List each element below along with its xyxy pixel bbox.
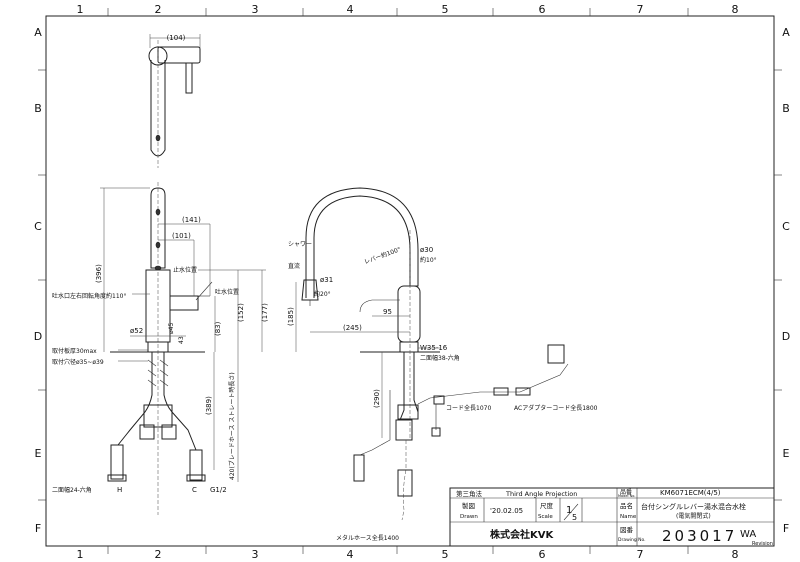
- front-dim-d45: ø45: [168, 323, 175, 334]
- col-label-5: 5: [442, 3, 449, 16]
- front-dim-396: (396): [95, 264, 103, 283]
- hot-mark: H: [117, 486, 122, 494]
- side-dim-245: (245): [343, 324, 362, 332]
- model-number: KM6071ECM(4/5): [660, 489, 721, 497]
- column-labels-top: 1 2 3 4 5 6 7 8: [77, 3, 739, 16]
- front-dim-152: (152): [237, 303, 245, 322]
- ac-cord-label: ACアダプターコード全長1800: [514, 404, 598, 412]
- row-label-b: B: [34, 102, 42, 115]
- row-label-e-right: E: [783, 447, 790, 460]
- hole-diameter-label: 取付穴径ø35~ø39: [52, 358, 104, 366]
- zone-ticks: [38, 8, 782, 554]
- front-dim-389: (389): [205, 396, 213, 415]
- metal-hose-label: メタルホース全長1400: [336, 534, 399, 542]
- drawing-frame: [45, 15, 775, 547]
- spout-angle-label: 吐水口左右回転角度約110°: [52, 292, 126, 300]
- row-label-a: A: [34, 26, 42, 39]
- product-subname: (電気開閉式): [676, 512, 711, 520]
- col-label-8-bottom: 8: [732, 548, 739, 561]
- drawn-sub: Drawn: [460, 514, 478, 520]
- row-labels-right: A B C D E F: [782, 26, 790, 535]
- side-angle-20: 約20°: [314, 290, 331, 298]
- scale-numerator: 1: [566, 505, 572, 516]
- name-sub: Name: [620, 514, 637, 520]
- front-dim-141: (141): [182, 216, 201, 224]
- shower-label: シャワー: [288, 241, 312, 248]
- side-dim-290: (290): [373, 389, 381, 408]
- product-name: 台付シングルレバー湯水混合水栓: [641, 502, 746, 511]
- front-dim-177: (177): [261, 303, 269, 322]
- drawing-number: 203017: [662, 527, 737, 545]
- side-dim-95: 95: [383, 308, 392, 316]
- col-label-4-bottom: 4: [347, 548, 354, 561]
- col-label-3: 3: [252, 3, 259, 16]
- col-label-7-bottom: 7: [637, 548, 644, 561]
- front-view: (396) (141) (101) 止水位置 吐水位置 吐水口左右回転角度約11…: [52, 182, 269, 515]
- col-label-1-bottom: 1: [77, 548, 84, 561]
- scale-denominator: 5: [572, 513, 577, 522]
- row-label-a-right: A: [782, 26, 790, 39]
- model-sub: Model No.: [618, 494, 635, 498]
- side-dim-185: (185): [287, 307, 295, 326]
- side-view: シャワー 直流 レバー約100° ø30 約10° ø31 約20° (185)…: [287, 187, 598, 542]
- revision-label: Revision: [752, 541, 773, 547]
- col-label-7: 7: [637, 3, 644, 16]
- discharge-position-label: 吐水位置: [215, 288, 239, 296]
- cold-mark: C: [192, 486, 197, 494]
- revision-code: WA: [740, 529, 756, 540]
- front-dim-83: (83): [214, 321, 222, 336]
- col-label-4: 4: [347, 3, 354, 16]
- drawing-no-sub: Drawing No.: [618, 537, 646, 543]
- drawing-no-label: 図番: [620, 526, 634, 534]
- column-labels-bottom: 1 2 3 4 5 6 7 8: [77, 548, 739, 561]
- thread-label: G1/2: [210, 486, 227, 494]
- row-label-c-right: C: [782, 220, 790, 233]
- title-block: 第三角法 Third Angle Projection 製図 Drawn '20…: [449, 487, 775, 547]
- col-label-2-bottom: 2: [155, 548, 162, 561]
- row-label-b-right: B: [782, 102, 790, 115]
- side-angle-10: 約10°: [420, 256, 437, 264]
- side-hex38-label: 二面幅38-六角: [420, 354, 460, 362]
- front-dim-101: (101): [172, 232, 191, 240]
- side-dim-d30: ø30: [420, 246, 433, 254]
- straight-label: 直流: [288, 262, 300, 270]
- projection-en: Third Angle Projection: [505, 490, 577, 498]
- cord-length-label: コード全長1070: [446, 404, 491, 412]
- name-label: 品名: [620, 501, 633, 510]
- scale-sub: Scale: [538, 514, 553, 520]
- col-label-5-bottom: 5: [442, 548, 449, 561]
- row-label-f: F: [35, 522, 41, 535]
- drawn-date: '20.02.05: [490, 507, 523, 515]
- col-label-6: 6: [539, 3, 546, 16]
- model-label: 品番: [620, 489, 632, 496]
- col-label-8: 8: [732, 3, 739, 16]
- side-dim-d31: ø31: [320, 276, 333, 284]
- row-label-c: C: [34, 220, 42, 233]
- projection-jp: 第三角法: [456, 489, 483, 498]
- row-label-d-right: D: [782, 330, 790, 343]
- col-label-6-bottom: 6: [539, 548, 546, 561]
- row-label-e: E: [35, 447, 42, 460]
- stop-position-label: 止水位置: [173, 266, 197, 274]
- company-name: 株式会社KVK: [490, 528, 554, 541]
- hex24-label: 二面幅24-六角: [52, 486, 92, 494]
- top-view: (104): [148, 34, 201, 168]
- front-dim-d52: ø52: [130, 327, 143, 335]
- hose-length-note: 420(ブレードホース ストレート時長さ): [228, 372, 236, 480]
- col-label-1: 1: [77, 3, 84, 16]
- top-width-dim: (104): [167, 34, 186, 42]
- plate-thickness-label: 取付板厚30max: [52, 347, 97, 355]
- col-label-2: 2: [155, 3, 162, 16]
- drawn-label: 製図: [462, 501, 475, 510]
- lever-angle-label: レバー約100°: [363, 245, 402, 266]
- row-label-d: D: [34, 330, 42, 343]
- row-labels-left: A B C D E F: [34, 26, 42, 535]
- scale-label: 尺度: [540, 501, 554, 510]
- col-label-3-bottom: 3: [252, 548, 259, 561]
- front-dim-43: 43: [178, 336, 185, 344]
- row-label-f-right: F: [783, 522, 789, 535]
